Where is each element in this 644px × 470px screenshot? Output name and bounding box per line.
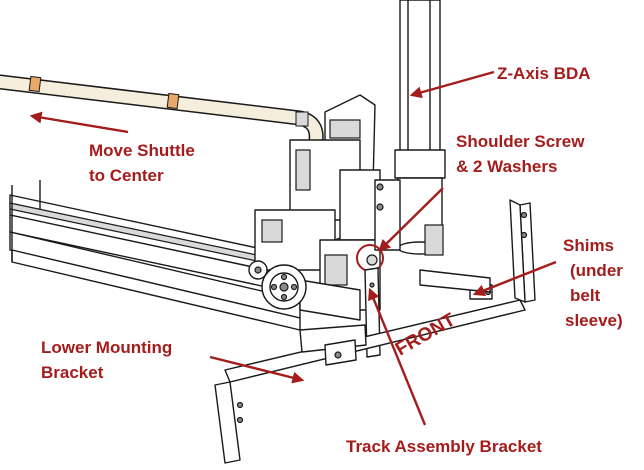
z-axis-column xyxy=(394,0,446,256)
shoulder-screw xyxy=(356,244,384,272)
label-z-axis: Z-Axis BDA xyxy=(497,64,591,83)
label-move-shuttle-line2: to Center xyxy=(89,166,164,185)
leader-shoulder-screw xyxy=(378,187,444,252)
label-shoulder-line2: & 2 Washers xyxy=(456,157,557,176)
pulley-gear xyxy=(248,260,307,310)
label-shims-line2: (under xyxy=(570,261,623,280)
label-shims-line4: sleeve) xyxy=(565,311,623,330)
arrow-move-shuttle xyxy=(29,111,129,134)
label-lower-bracket-line2: Bracket xyxy=(41,363,104,382)
leader-z-axis xyxy=(409,70,495,99)
leader-shims xyxy=(472,260,557,297)
label-move-shuttle-line1: Move Shuttle xyxy=(89,141,195,160)
label-shims-line3: belt xyxy=(570,286,601,305)
label-shims-line1: Shims xyxy=(563,236,614,255)
leader-track-bracket xyxy=(368,287,427,426)
label-track-bracket: Track Assembly Bracket xyxy=(346,437,542,456)
leader-lower-bracket xyxy=(209,355,305,384)
label-shoulder-line1: Shoulder Screw xyxy=(456,132,585,151)
label-lower-bracket-line1: Lower Mounting xyxy=(41,338,172,357)
shuttle-carriage xyxy=(254,94,401,321)
lower-mounting-frame xyxy=(214,199,536,464)
leaders xyxy=(29,70,557,426)
